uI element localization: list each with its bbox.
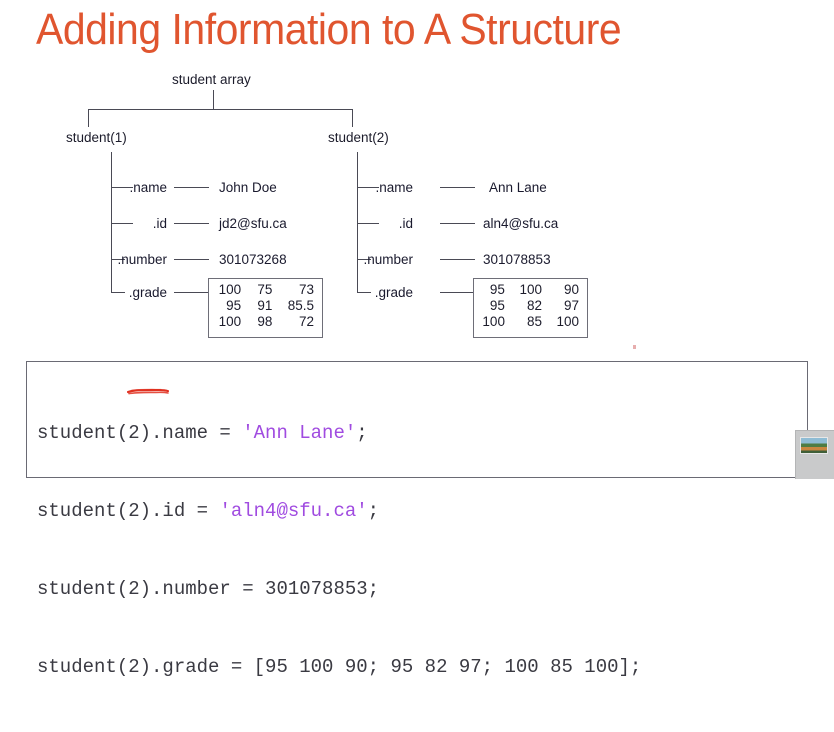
field-label-1-number: .number (117, 252, 167, 267)
code-text: student(2).name = (37, 422, 243, 444)
matrix-cell: 72 (298, 314, 314, 329)
matrix-cell: 85 (526, 314, 543, 329)
matrix-cell: 73 (298, 282, 314, 297)
code-lines: student(2).name = 'Ann Lane'; student(2)… (37, 368, 641, 732)
matrix-cell: 75 (257, 282, 273, 297)
field-label-2-grade: .grade (374, 285, 413, 300)
matrix-cell: 100 (482, 314, 505, 329)
code-string-literal: 'Ann Lane' (242, 422, 357, 444)
code-text: ; (356, 422, 368, 444)
tree-node-student-2: student(2) (328, 130, 389, 145)
tree-tick-1-id (111, 223, 133, 224)
tree-root-label: student array (172, 72, 251, 87)
tree-drop-right (352, 109, 353, 127)
tree-tick-2-grade (357, 292, 371, 293)
tree-tick-1-grade (111, 292, 125, 293)
field-value-2-number: 301078853 (483, 252, 551, 267)
matrix-row: 100 98 72 (217, 314, 314, 330)
tree-tick-2-id (357, 223, 379, 224)
code-line-2: student(2).id = 'aln4@sfu.ca'; (37, 498, 641, 524)
tree-connector-2-id (440, 223, 475, 224)
tree-spine-student-1 (111, 152, 112, 293)
matrix-cell: 100 (218, 282, 242, 297)
field-value-2-name: Ann Lane (489, 180, 547, 195)
structure-tree-diagram: student array student(1) .name .id .numb… (0, 0, 834, 350)
code-block: student(2).name = 'Ann Lane'; student(2)… (26, 361, 808, 678)
tree-root-stem (213, 90, 214, 109)
field-label-2-number: .number (363, 252, 413, 267)
red-dot-annotation (633, 345, 636, 349)
tree-tick-1-name (111, 187, 133, 188)
field-label-1-id: .id (152, 216, 167, 231)
tree-spine-student-2 (357, 152, 358, 293)
field-value-1-name: John Doe (219, 180, 277, 195)
matrix-cell: 95 (489, 282, 505, 297)
tree-connector-1-name (174, 187, 209, 188)
code-text: student(2).grade = [95 100 90; 95 82 97;… (37, 656, 642, 678)
code-line-1: student(2).name = 'Ann Lane'; (37, 420, 641, 446)
field-value-1-number: 301073268 (219, 252, 287, 267)
tree-tick-2-number (357, 259, 371, 260)
matrix-row: 100 85 100 (482, 314, 579, 330)
tree-drop-left (88, 109, 89, 127)
corner-panel-artifact (795, 430, 834, 479)
tree-connector-2-number (440, 259, 475, 260)
tree-tick-1-number (111, 259, 125, 260)
tree-tick-2-name (357, 187, 379, 188)
grade-matrix-table-2: 95 100 90 95 82 97 100 85 100 (482, 282, 579, 330)
tree-connector-1-id (174, 223, 209, 224)
code-text: student(2).id = (37, 500, 220, 522)
thumbnail-image (800, 437, 828, 454)
code-text: student(2).number = 301078853; (37, 578, 380, 600)
matrix-cell: 90 (563, 282, 579, 297)
field-label-1-name: .name (129, 180, 167, 195)
matrix-cell: 95 (226, 298, 242, 313)
page-title: Adding Information to A Structure (36, 5, 622, 54)
field-label-2-name: .name (375, 180, 413, 195)
code-text: ; (367, 500, 380, 522)
matrix-row: 95 91 85.5 (217, 298, 314, 314)
tree-node-student-1: student(1) (66, 130, 127, 145)
tree-connector-1-grade (174, 292, 208, 293)
matrix-cell: 97 (563, 298, 579, 313)
matrix-cell: 85.5 (287, 298, 314, 313)
grade-matrix-student-1: 100 75 73 95 91 85.5 100 98 72 (208, 278, 323, 338)
field-label-2-id: .id (398, 216, 413, 231)
field-label-1-grade: .grade (128, 285, 167, 300)
field-value-2-id: aln4@sfu.ca (483, 216, 559, 231)
matrix-cell: 100 (218, 314, 242, 329)
grade-matrix-table-1: 100 75 73 95 91 85.5 100 98 72 (217, 282, 314, 330)
field-value-1-id: jd2@sfu.ca (219, 216, 287, 231)
tree-connector-2-grade (440, 292, 473, 293)
matrix-row: 95 82 97 (482, 298, 579, 314)
matrix-cell: 95 (489, 298, 505, 313)
code-line-3: student(2).number = 301078853; (37, 576, 641, 602)
grade-matrix-student-2: 95 100 90 95 82 97 100 85 100 (473, 278, 588, 338)
tree-connector-1-number (174, 259, 209, 260)
matrix-cell: 100 (556, 314, 579, 329)
matrix-row: 100 75 73 (217, 282, 314, 298)
matrix-cell: 91 (257, 298, 273, 313)
matrix-row: 95 100 90 (482, 282, 579, 298)
tree-branch-bar (88, 109, 353, 110)
matrix-cell: 100 (519, 282, 543, 297)
tree-connector-2-name (440, 187, 475, 188)
code-line-4: student(2).grade = [95 100 90; 95 82 97;… (37, 654, 641, 680)
matrix-cell: 82 (526, 298, 543, 313)
code-string-literal: 'aln4@sfu.ca' (219, 500, 368, 522)
matrix-cell: 98 (257, 314, 273, 329)
